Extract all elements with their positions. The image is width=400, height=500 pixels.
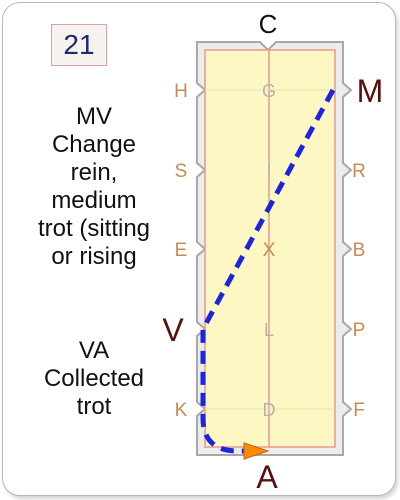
letter-x: X bbox=[263, 240, 276, 261]
movement-line: or rising bbox=[51, 243, 137, 270]
letter-c: C bbox=[259, 9, 278, 39]
letter-a: A bbox=[256, 459, 278, 495]
direction-arrow bbox=[243, 442, 270, 460]
letter-k: K bbox=[175, 400, 188, 421]
letter-l: L bbox=[264, 320, 274, 340]
test-number-badge: 21 bbox=[51, 24, 107, 66]
letter-h: H bbox=[174, 81, 188, 102]
movement-code: VA bbox=[78, 337, 110, 364]
letter-b: B bbox=[353, 240, 366, 261]
movement-path bbox=[200, 88, 336, 454]
letter-m: M bbox=[357, 73, 384, 109]
movement-line: trot (sitting bbox=[37, 215, 151, 242]
movement-mv-description: MV Change rein, medium trot (sitting or … bbox=[14, 103, 174, 271]
letter-g: G bbox=[262, 81, 276, 101]
movement-line: trot bbox=[76, 393, 112, 420]
letter-i: I bbox=[266, 161, 271, 181]
letter-f: F bbox=[353, 400, 365, 421]
test-number: 21 bbox=[63, 29, 95, 60]
movement-line: rein, bbox=[70, 159, 118, 186]
letter-v: V bbox=[162, 312, 184, 348]
arena-surface bbox=[204, 49, 336, 448]
letter-r: R bbox=[352, 161, 366, 182]
movement-line: Change bbox=[51, 131, 137, 158]
letter-e: E bbox=[175, 240, 188, 261]
movement-line: Collected bbox=[43, 365, 145, 392]
letter-d: D bbox=[263, 400, 276, 420]
movement-code: MV bbox=[76, 103, 112, 130]
movement-va-description: VA Collected trot bbox=[14, 337, 174, 421]
movement-line: medium bbox=[51, 187, 137, 214]
letter-s: S bbox=[175, 161, 188, 182]
letter-p: P bbox=[353, 320, 366, 341]
